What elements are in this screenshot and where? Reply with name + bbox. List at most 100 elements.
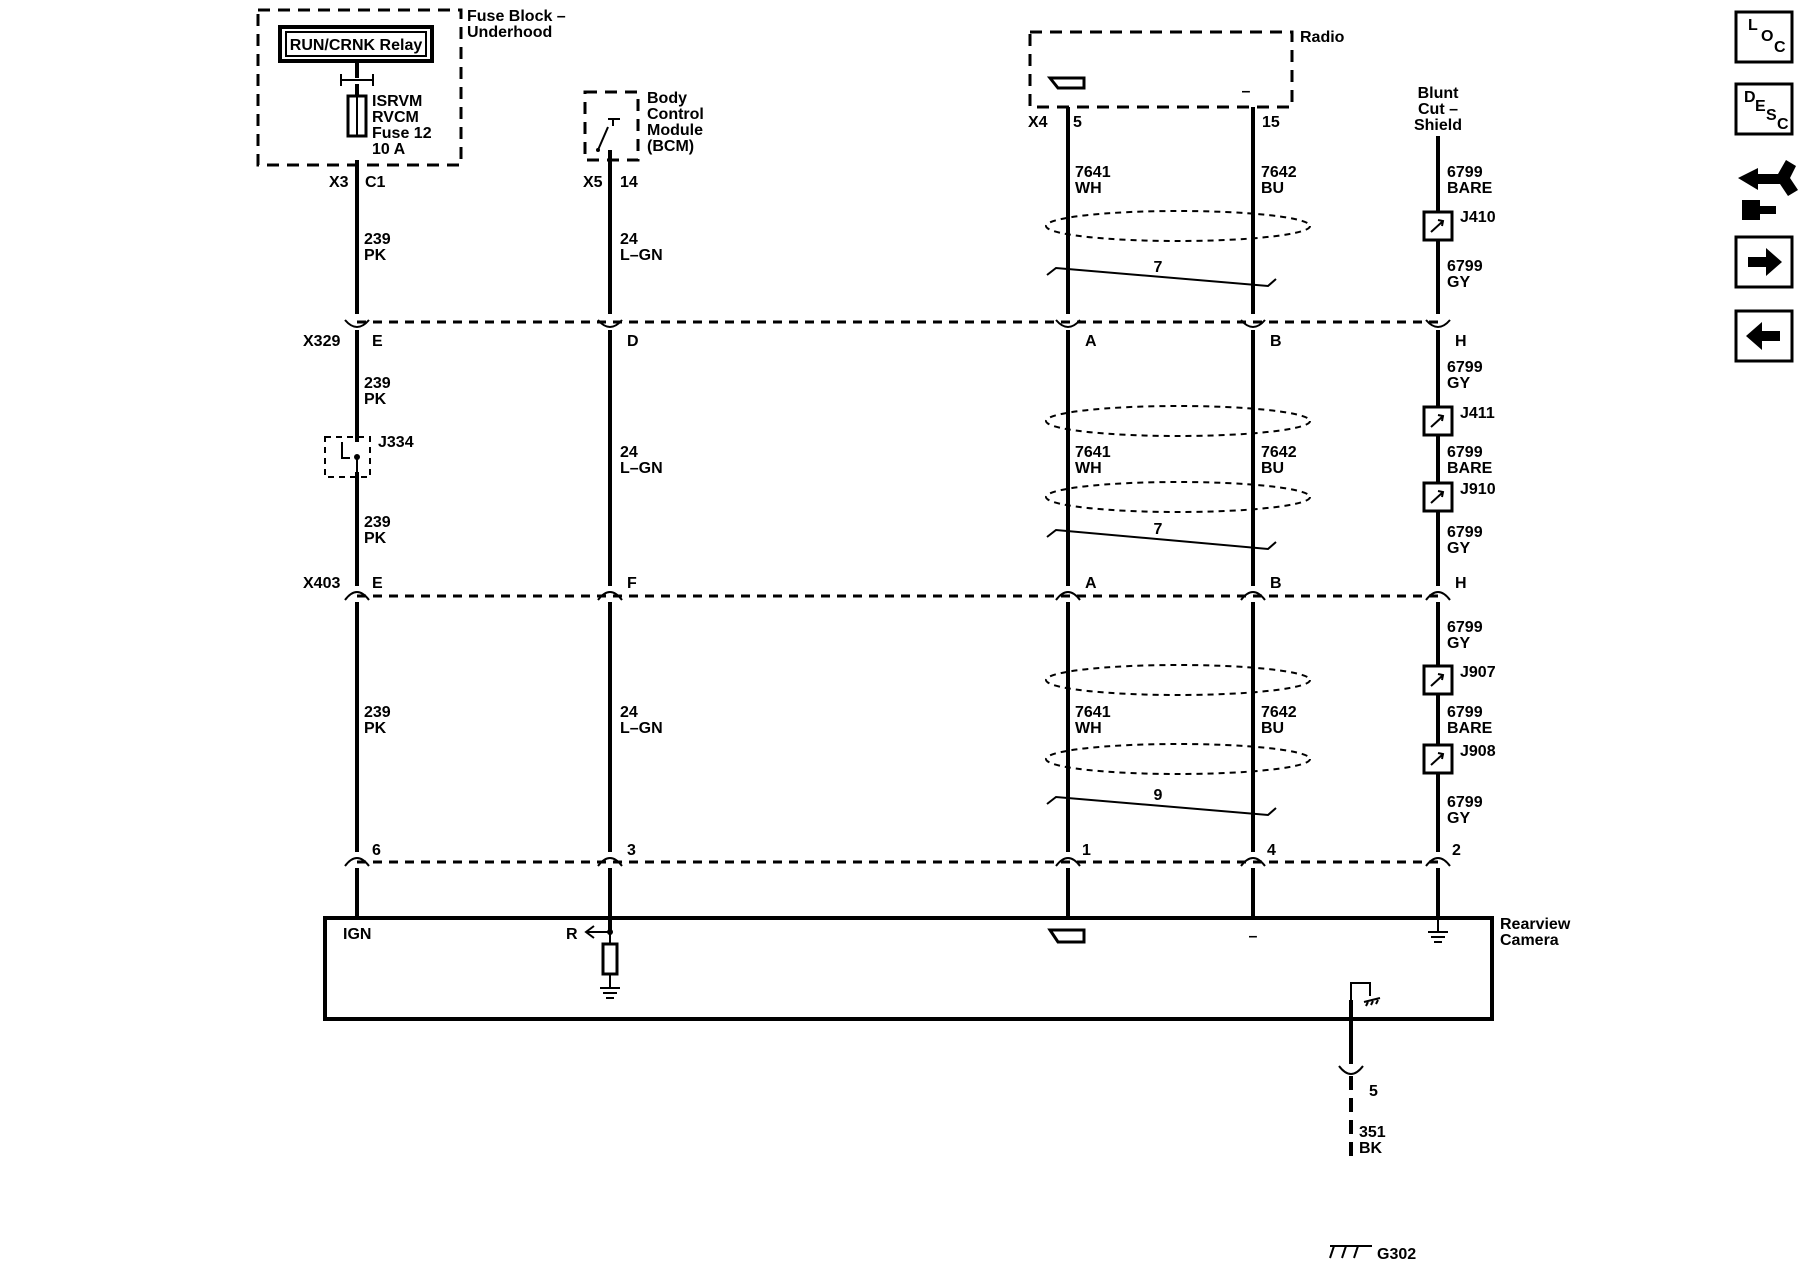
wire-6799-num-d: 6799 — [1447, 444, 1483, 461]
next-button[interactable] — [1734, 235, 1794, 289]
twisted-pair-icon — [1046, 528, 1277, 551]
video-signal-icon — [1046, 76, 1086, 90]
previous-button[interactable] — [1734, 309, 1794, 363]
shield-drains — [1045, 210, 1311, 775]
x329-pin-d: D — [627, 333, 639, 350]
radio-connector: X4 — [1028, 114, 1048, 131]
nav-buttons: L O C D E S C — [1734, 10, 1798, 363]
splice-j907-label: J907 — [1460, 664, 1496, 681]
bcm: Body Control Module (BCM) X5 14 — [583, 90, 704, 191]
male-terminal-icon — [1425, 591, 1451, 601]
video-signal-icon — [1047, 928, 1086, 944]
bcm-title-1: Body — [647, 90, 687, 107]
female-terminal-icon — [1055, 319, 1081, 328]
chassis-ground-icon — [1363, 997, 1381, 1007]
camera-title-1: Rearview — [1500, 916, 1571, 933]
ground-icon — [1329, 1245, 1372, 1259]
desc-letter-c: C — [1777, 116, 1789, 133]
splice-j910-label: J910 — [1460, 481, 1496, 498]
twisted-pair-icon — [1046, 266, 1277, 288]
male-terminal-icon — [1055, 591, 1081, 601]
wire-6799-num-e: 6799 — [1447, 524, 1483, 541]
connector-info-button[interactable] — [1738, 160, 1798, 220]
wire-7642-num-b: 7642 — [1261, 444, 1297, 461]
blunt-cut-shield: Blunt Cut – Shield — [1414, 85, 1462, 134]
twisted-pair-icon — [1046, 795, 1277, 817]
wire-7642-color-a: BU — [1261, 180, 1284, 197]
wire-239-num-c: 239 — [364, 514, 391, 531]
bcm-boundary — [583, 90, 640, 162]
splice-j910-box — [1422, 481, 1454, 513]
wire-239-color-a: PK — [364, 247, 387, 264]
bcm-title-3: Module — [647, 122, 703, 139]
radio-pin-minus: 15 — [1262, 114, 1280, 131]
ground-g302-label: G302 — [1377, 1246, 1416, 1263]
desc-letter-e: E — [1755, 98, 1766, 115]
wire-351-color: BK — [1359, 1140, 1383, 1157]
female-terminal-icon — [1425, 319, 1451, 328]
connector-camera: 6 3 1 4 2 — [344, 842, 1461, 867]
wire-24-color-c: L–GN — [620, 720, 663, 737]
arrow-right-icon — [1748, 248, 1782, 276]
camera-box — [323, 916, 1494, 1021]
male-terminal-icon — [1240, 857, 1266, 867]
camera-r-label: R — [566, 926, 578, 943]
wire-6799-num-a: 6799 — [1447, 164, 1483, 181]
male-terminal-icon — [1240, 591, 1266, 601]
bcm-connector: X5 — [583, 174, 603, 191]
wire-6799-color-a: BARE — [1447, 180, 1493, 197]
connector-x329: X329 E D A B H — [303, 319, 1467, 350]
wire-7642-num-a: 7642 — [1261, 164, 1297, 181]
desc-button[interactable]: D E S C — [1734, 82, 1794, 136]
wire-7641-color-b: WH — [1075, 460, 1102, 477]
wire-7641-num-c: 7641 — [1075, 704, 1111, 721]
radio: Radio – X4 5 15 — [1028, 29, 1345, 131]
twisted-pairs: 7 7 9 — [1046, 259, 1277, 817]
radio-minus-icon: – — [1242, 83, 1251, 100]
splice-j334: J334 — [324, 434, 414, 478]
wire-24-num-c: 24 — [620, 704, 638, 721]
loc-button[interactable]: L O C — [1734, 10, 1794, 64]
ground-g302: 5 G302 — [1329, 1065, 1416, 1263]
harness-connector-icon — [1738, 160, 1798, 196]
wire-239-color-d: PK — [364, 720, 387, 737]
female-terminal-icon — [1240, 319, 1266, 328]
male-terminal-icon — [1425, 857, 1451, 867]
splice-arrow-icon — [1430, 219, 1445, 233]
x403-pin-b: B — [1270, 575, 1282, 592]
fuse-block: Fuse Block – Underhood RUN/CRNK Relay IS… — [256, 8, 566, 191]
loc-letter-o: O — [1761, 28, 1773, 45]
x329-pin-a: A — [1085, 333, 1097, 350]
wire-labels: 239 PK 239 PK 239 PK 239 PK 24 L–GN 24 L… — [364, 164, 1493, 1157]
wire-239-color-b: PK — [364, 391, 387, 408]
bcm-pin: 14 — [620, 174, 638, 191]
ground-icon — [600, 987, 620, 999]
radio-boundary — [1028, 30, 1294, 109]
camera-title-2: Camera — [1500, 932, 1559, 949]
x403-pin-h: H — [1455, 575, 1467, 592]
wire-6799-num-f: 6799 — [1447, 619, 1483, 636]
male-terminal-icon — [1055, 857, 1081, 867]
wire-7642-color-b: BU — [1261, 460, 1284, 477]
arrow-left-icon — [584, 925, 610, 939]
splice-j410-box — [1422, 210, 1454, 242]
wire-239-num-d: 239 — [364, 704, 391, 721]
desc-letter-d: D — [1744, 89, 1756, 106]
x403-pin-a: A — [1085, 575, 1097, 592]
splice-arrow-icon — [1430, 414, 1445, 428]
splice-j908-label: J908 — [1460, 743, 1496, 760]
x329-pin-h: H — [1455, 333, 1467, 350]
fuse-label-2: RVCM — [372, 109, 419, 126]
fuse-block-title-1: Fuse Block – — [467, 8, 566, 25]
wire-351-num: 351 — [1359, 1124, 1386, 1141]
ground-pin: 5 — [1369, 1083, 1378, 1100]
arrow-left-icon — [1746, 322, 1780, 350]
bcm-title-4: (BCM) — [647, 138, 694, 155]
wire-7641-num-b: 7641 — [1075, 444, 1111, 461]
wire-6799-color-g: BARE — [1447, 720, 1493, 737]
wire-7641-color-c: WH — [1075, 720, 1102, 737]
twist-count-3: 9 — [1154, 787, 1163, 804]
wire-6799-color-c: GY — [1447, 375, 1470, 392]
splice-arrow-icon — [1430, 673, 1445, 687]
